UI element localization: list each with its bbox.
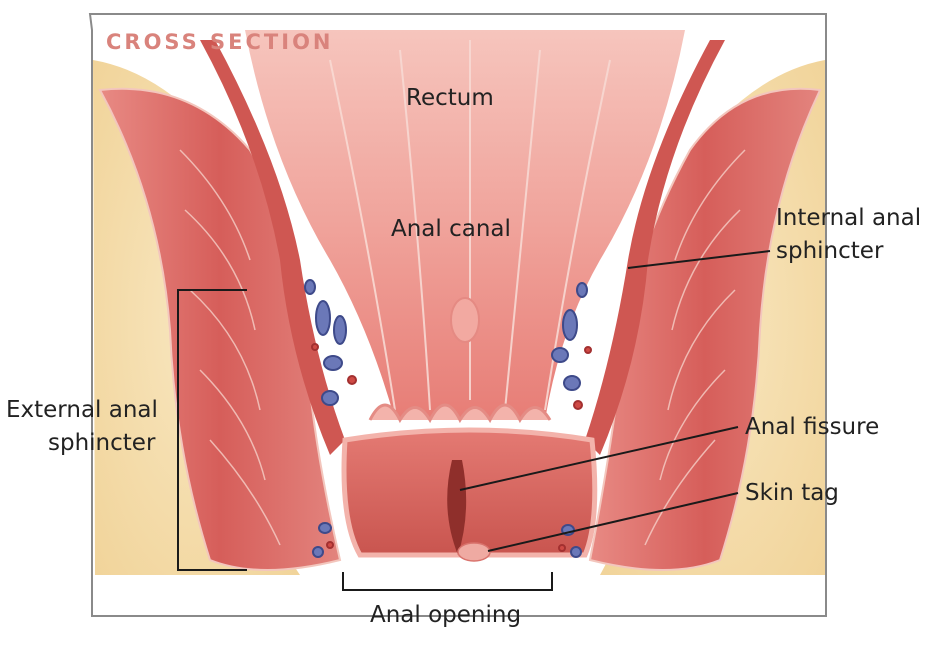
label-internal-sphincter-line2: sphincter <box>776 238 884 264</box>
label-anal-opening: Anal opening <box>370 602 522 628</box>
frame-border <box>88 13 827 617</box>
label-skin-tag: Skin tag <box>745 480 839 506</box>
external-sphincter-right <box>588 87 822 571</box>
column-bulge <box>450 297 480 343</box>
label-external-sphincter-line1: External anal <box>6 397 158 423</box>
fissure <box>447 460 467 555</box>
label-external-sphincter-line2: sphincter <box>48 430 156 456</box>
leader-anal-fissure <box>459 426 739 491</box>
anal-canal-lower <box>341 427 598 558</box>
muscle-striations <box>179 149 746 546</box>
leader-skin-tag <box>487 492 739 552</box>
bracket-anal-opening <box>342 572 553 591</box>
leader-internal-sphincter <box>627 250 771 269</box>
bracket-external-sphincter <box>177 289 247 571</box>
label-anal-fissure: Anal fissure <box>745 414 880 440</box>
internal-sphincter-left <box>200 40 345 455</box>
label-rectum: Rectum <box>406 85 494 111</box>
dentate-line <box>368 403 552 424</box>
cross-section-heading: CROSS SECTION <box>106 30 334 54</box>
leader-lines <box>177 250 771 591</box>
skin-tag <box>457 542 491 562</box>
internal-sphincter-right <box>585 40 725 455</box>
label-anal-canal: Anal canal <box>391 216 511 242</box>
blood-vessels <box>304 279 592 558</box>
rectum <box>245 30 685 420</box>
label-internal-sphincter-line1: Internal anal <box>776 205 922 231</box>
